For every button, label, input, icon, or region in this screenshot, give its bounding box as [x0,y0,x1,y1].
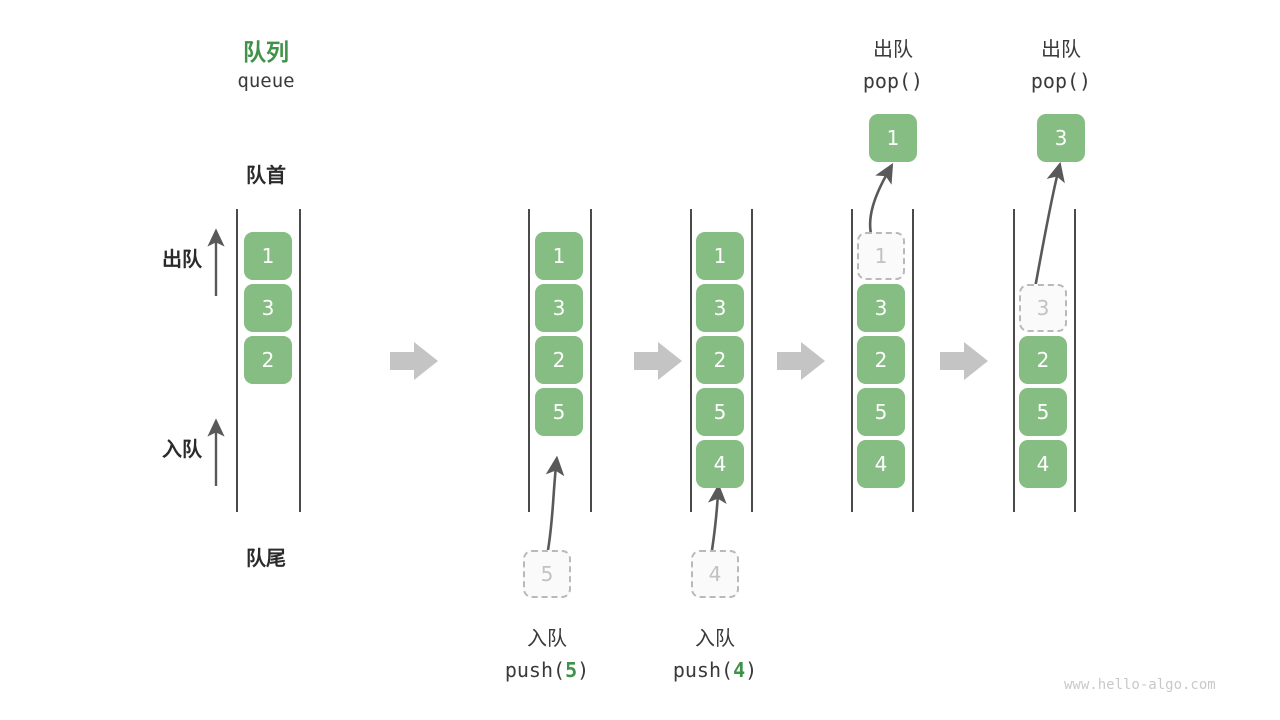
push-5-code-arg: 5 [565,658,578,682]
stage-transition-arrow [940,342,988,380]
stage-transition-arrow [634,342,682,380]
queue-cell: 1 [535,232,583,280]
queue-cell: 5 [857,388,905,436]
queue-rail-left-stage-2 [690,209,692,512]
queue-cell: 3 [857,284,905,332]
pop-1-arrow [868,162,894,239]
pop-1-caption-cn: 出队 [873,37,913,61]
queue-rail-right-stage-0 [299,209,301,512]
queue-rail-right-stage-1 [590,209,592,512]
queue-cell: 3 [696,284,744,332]
pop-3-caption-code: pop() [1030,69,1092,93]
queue-cell: 1 [696,232,744,280]
push-4-code-suffix: ) [745,658,758,682]
queue-title-cn: 队列 [243,40,289,66]
stage-transition-arrow [390,342,438,380]
queue-cell: 2 [857,336,905,384]
queue-cell: 1 [244,232,292,280]
queue-rail-right-stage-3 [912,209,914,512]
queue-cell: 5 [696,388,744,436]
incoming-ghost-cell: 5 [523,550,571,598]
queue-rail-left-stage-0 [236,209,238,512]
pop-1-caption-code: pop() [862,69,924,93]
stage-transition-arrow [777,342,825,380]
popped-cell: 3 [1037,114,1085,162]
queue-cell: 3 [244,284,292,332]
queue-cell: 2 [1019,336,1067,384]
queue-cell: 5 [1019,388,1067,436]
enqueue-direction-label: 入队 [162,437,202,461]
pop-3-caption-cn: 出队 [1041,37,1081,61]
queue-cell-ghost: 3 [1019,284,1067,332]
queue-rail-right-stage-2 [751,209,753,512]
push-4-arrow [707,483,727,551]
queue-rail-right-stage-4 [1074,209,1076,512]
queue-cell: 4 [857,440,905,488]
pop-3-arrow [1033,161,1065,289]
push-5-caption-cn: 入队 [527,626,567,650]
push-4-caption-code: push(4) [655,658,775,682]
queue-rail-left-stage-1 [528,209,530,512]
queue-cell: 5 [535,388,583,436]
queue-cell: 3 [535,284,583,332]
queue-tail-label: 队尾 [246,546,286,570]
push-5-code-prefix: push( [504,658,566,682]
queue-cell: 2 [535,336,583,384]
queue-cell-ghost: 1 [857,232,905,280]
push-5-caption-code: push(5) [487,658,607,682]
push-5-arrow [545,455,565,551]
dequeue-direction-label: 出队 [162,247,202,271]
queue-cell: 2 [244,336,292,384]
incoming-ghost-cell: 4 [691,550,739,598]
queue-cell: 4 [696,440,744,488]
push-4-caption-cn: 入队 [695,626,735,650]
queue-title-en: queue [237,70,295,92]
push-4-code-arg: 4 [733,658,746,682]
queue-rail-left-stage-3 [851,209,853,512]
push-5-code-suffix: ) [577,658,590,682]
queue-rail-left-stage-4 [1013,209,1015,512]
queue-head-label: 队首 [246,163,286,187]
push-4-code-prefix: push( [672,658,734,682]
site-watermark: www.hello-algo.com [1064,677,1216,693]
queue-cell: 2 [696,336,744,384]
queue-cell: 4 [1019,440,1067,488]
popped-cell: 1 [869,114,917,162]
